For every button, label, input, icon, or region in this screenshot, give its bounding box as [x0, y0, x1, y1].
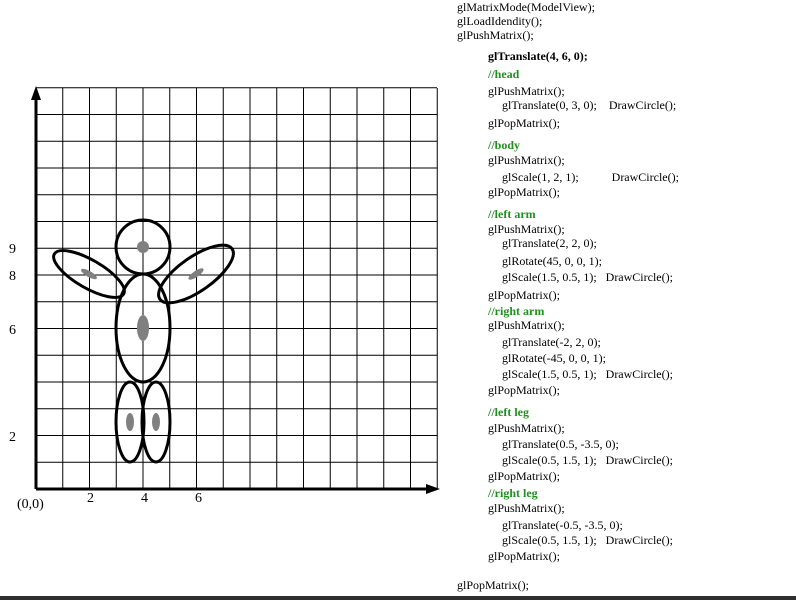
code-comment: //right leg: [488, 486, 538, 500]
body-ellipse: [114, 272, 172, 384]
origin-label: (0,0): [17, 497, 44, 512]
code-comment: //head: [488, 67, 520, 81]
code-line: glScale(1.5, 0.5, 1); DrawCircle();: [502, 270, 673, 284]
code-comment: //body: [488, 138, 521, 152]
code-line: glRotate(-45, 0, 0, 1);: [502, 351, 606, 365]
code-line: glPushMatrix();: [488, 501, 565, 515]
code-line: glTranslate(0.5, -3.5, 0);: [502, 437, 619, 451]
code-comment: //right arm: [488, 304, 545, 318]
code-line: glTranslate(2, 2, 0);: [502, 236, 597, 250]
axes: [31, 86, 440, 494]
y-tick-label: 2: [9, 430, 16, 445]
right-arm-mark: [188, 268, 204, 280]
code-comment: //left leg: [488, 405, 529, 419]
code-line: glPushMatrix();: [488, 318, 565, 332]
code-line: glTranslate(4, 6, 0);: [488, 49, 588, 63]
code-line: glTranslate(-2, 2, 0);: [502, 335, 601, 349]
code-line: glPushMatrix();: [488, 84, 565, 98]
y-tick-label: 9: [9, 242, 16, 257]
code-line: glLoadIdendity();: [457, 14, 543, 28]
code-line: glPopMatrix();: [488, 549, 560, 563]
left-leg-ellipse: [114, 380, 146, 464]
code-line: glTranslate(0, 3, 0); DrawCircle();: [502, 98, 677, 112]
stick-figure: [52, 218, 235, 464]
right-leg-mark: [152, 413, 160, 431]
right-leg-ellipse: [140, 380, 172, 464]
left-leg-mark: [126, 413, 134, 431]
x-tick-label: 2: [87, 491, 94, 506]
code-line: glScale(0.5, 1.5, 1); DrawCircle();: [502, 533, 673, 547]
body-mark: [137, 315, 149, 341]
left-arm-mark: [81, 268, 97, 280]
y-tick-label: 8: [9, 269, 16, 284]
code-line: glScale(1, 2, 1); DrawCircle();: [502, 170, 679, 184]
right-arm-ellipse: [157, 243, 235, 305]
y-tick-label: 6: [9, 323, 16, 338]
code-line: glPopMatrix();: [488, 469, 560, 483]
code-line: glPopMatrix();: [488, 116, 560, 130]
code-line: glScale(0.5, 1.5, 1); DrawCircle();: [502, 453, 673, 467]
head-mark: [137, 241, 149, 253]
bottom-bar: [0, 596, 796, 600]
y-axis-arrow: [31, 86, 41, 100]
code-line: glRotate(45, 0, 0, 1);: [502, 254, 602, 268]
left-arm-ellipse: [52, 249, 126, 299]
code-line: glScale(1.5, 0.5, 1); DrawCircle();: [502, 367, 673, 381]
code-line: glPushMatrix();: [457, 28, 534, 42]
code-line: glPopMatrix();: [488, 383, 560, 397]
code-line: glPushMatrix();: [488, 421, 565, 435]
code-line: glMatrixMode(ModelView);: [457, 0, 595, 14]
axis-labels: 9 8 6 2 2 4 6 (0,0): [9, 242, 202, 512]
code-line: glPopMatrix();: [488, 185, 560, 199]
code-line: glPushMatrix();: [488, 222, 565, 236]
code-comment: //left arm: [488, 207, 536, 221]
code-line: glPushMatrix();: [488, 153, 565, 167]
grid-lines: [35, 87, 438, 490]
grid-diagram: 9 8 6 2 2 4 6 (0,0): [9, 86, 440, 512]
x-tick-label: 6: [195, 491, 202, 506]
x-tick-label: 4: [141, 491, 148, 506]
x-axis-arrow: [426, 484, 440, 494]
code-line: glTranslate(-0.5, -3.5, 0);: [502, 518, 623, 532]
code-line: glPopMatrix();: [457, 578, 529, 592]
code-line: glPopMatrix();: [488, 288, 560, 302]
